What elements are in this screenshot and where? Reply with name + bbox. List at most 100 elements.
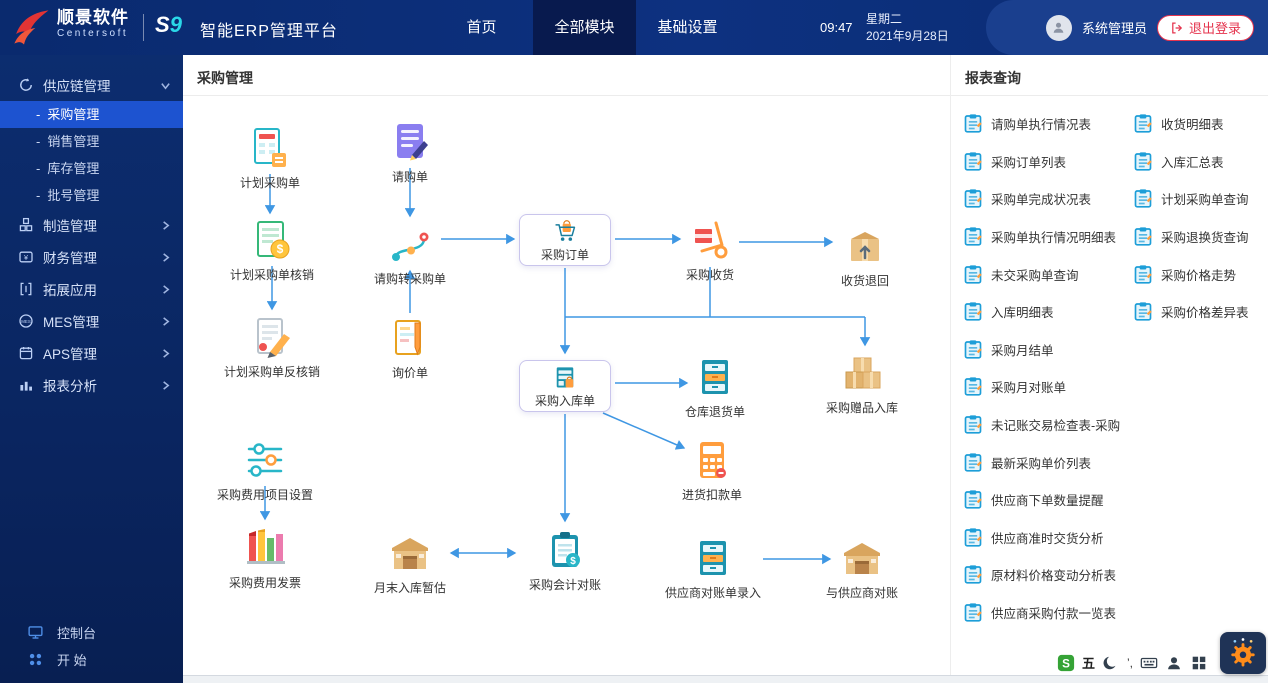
sidebar-item-batch-management[interactable]: -批号管理 bbox=[36, 188, 100, 203]
fl-node-warehouse-return-order[interactable]: 仓库退货单 bbox=[657, 356, 773, 420]
report-item[interactable]: 未记账交易检查表-采购 bbox=[963, 406, 1133, 444]
fl-node-purchase-accounting-reconciliation[interactable]: 采购会计对账 bbox=[507, 529, 623, 593]
report-clipboard-icon bbox=[963, 527, 983, 548]
report-clipboard-icon bbox=[1133, 301, 1153, 322]
keyboard-icon[interactable] bbox=[1140, 654, 1158, 672]
document-pencil-icon bbox=[250, 316, 294, 360]
report-item[interactable]: 供应商准时交货分析 bbox=[963, 519, 1133, 557]
fl-node-purchase-inbound-order[interactable]: 采购入库单 bbox=[519, 360, 611, 412]
punctuation-label[interactable]: ’, bbox=[1127, 655, 1133, 670]
fl-node-planned-po-reverse-writeoff[interactable]: 计划采购单反核销 bbox=[214, 316, 330, 380]
sidebar-start[interactable]: 开 始 bbox=[0, 646, 183, 673]
report-label: 采购月结单 bbox=[991, 343, 1054, 358]
sidebar-item-purchase-management[interactable]: -采购管理 bbox=[0, 101, 183, 128]
report-item[interactable]: 未交采购单查询 bbox=[963, 255, 1133, 293]
report-item[interactable]: 最新采购单价列表 bbox=[963, 443, 1133, 481]
taskbar-strip bbox=[183, 675, 1268, 683]
report-item[interactable]: 采购价格差异表 bbox=[1133, 293, 1266, 331]
person-icon[interactable] bbox=[1165, 654, 1183, 672]
sidebar-group-extension[interactable]: 拓展应用 bbox=[0, 273, 183, 305]
report-item[interactable]: 采购退换货查询 bbox=[1133, 218, 1266, 256]
user-name: 系统管理员 bbox=[1081, 21, 1147, 36]
report-item[interactable]: 采购单执行情况明细表 bbox=[963, 218, 1133, 256]
sidebar-group-supply-chain[interactable]: 供应链管理 bbox=[0, 69, 183, 101]
sidebar-group-mes[interactable]: MES管理 bbox=[0, 305, 183, 337]
sidebar-group-manufacturing[interactable]: 制造管理 bbox=[0, 209, 183, 241]
report-clipboard-icon bbox=[1133, 113, 1153, 134]
gear-icon bbox=[1225, 635, 1261, 671]
company-logo-text: 顺景软件 Centersoft bbox=[57, 8, 129, 38]
fl-node-purchase-gift-inbound[interactable]: 采购赠品入库 bbox=[804, 352, 920, 416]
report-label: 采购单完成状况表 bbox=[991, 193, 1092, 208]
nav-home[interactable]: 首页 bbox=[466, 19, 497, 36]
report-item[interactable]: 请购单执行情况表 bbox=[963, 105, 1133, 143]
fl-node-month-end-inbound-estimate[interactable]: 月末入库暂估 bbox=[352, 532, 468, 596]
report-item[interactable]: 供应商下单数量提醒 bbox=[963, 481, 1133, 519]
calculator-icon bbox=[690, 439, 734, 483]
sidebar-group-report-analysis[interactable]: 报表分析 bbox=[0, 369, 183, 401]
grid-icon[interactable] bbox=[1190, 654, 1208, 672]
sidebar-item-inventory-management[interactable]: -库存管理 bbox=[36, 161, 100, 176]
clock-time: 09:47 bbox=[820, 20, 853, 35]
report-label: 采购价格差异表 bbox=[1161, 306, 1249, 321]
report-label: 采购订单列表 bbox=[991, 155, 1067, 170]
report-item[interactable]: 采购订单列表 bbox=[963, 143, 1133, 181]
report-item[interactable]: 入库明细表 bbox=[963, 293, 1133, 331]
fl-node-inquiry-sheet[interactable]: 询价单 bbox=[352, 317, 468, 381]
report-item[interactable]: 采购月对账单 bbox=[963, 368, 1133, 406]
fl-node-receiving-return[interactable]: 收货退回 bbox=[807, 225, 923, 289]
report-item[interactable]: 入库汇总表 bbox=[1133, 143, 1266, 181]
fl-node-purchase-expense-item-setting[interactable]: 采购费用项目设置 bbox=[207, 439, 323, 503]
fl-node-reconcile-with-supplier[interactable]: 与供应商对账 bbox=[804, 537, 920, 601]
report-label: 采购单执行情况明细表 bbox=[991, 231, 1117, 246]
date: 2021年9月28日 bbox=[866, 29, 949, 43]
fl-node-purchase-requisition[interactable]: 请购单 bbox=[352, 121, 468, 185]
settings-fab[interactable] bbox=[1220, 632, 1266, 674]
fl-node-purchase-expense-invoice[interactable]: 采购费用发票 bbox=[207, 527, 323, 591]
invoice-bars-icon bbox=[243, 527, 287, 571]
report-item[interactable]: 原材料价格变动分析表 bbox=[963, 556, 1133, 594]
moon-icon[interactable] bbox=[1102, 654, 1120, 672]
report-clipboard-icon bbox=[963, 602, 983, 623]
fl-node-supplier-statement-entry[interactable]: 供应商对账单录入 bbox=[655, 537, 771, 601]
fl-node-requisition-to-po[interactable]: 请购转采购单 bbox=[352, 223, 468, 287]
chevron-right-icon bbox=[160, 284, 171, 295]
sidebar-item-sales-management[interactable]: -销售管理 bbox=[36, 134, 100, 149]
weekday: 星期二 bbox=[866, 12, 903, 26]
fl-node-purchase-deduction-order[interactable]: 进货扣款单 bbox=[654, 439, 770, 503]
s9-logo: S9 bbox=[155, 12, 182, 37]
sidebar-group-aps[interactable]: APS管理 bbox=[0, 337, 183, 369]
report-item[interactable]: 收货明细表 bbox=[1133, 105, 1266, 143]
header-divider bbox=[143, 14, 144, 41]
platform-title: 智能ERP管理平台 bbox=[200, 23, 338, 40]
hand-truck-icon bbox=[688, 219, 732, 263]
document-pen-icon bbox=[388, 121, 432, 165]
fl-node-planned-po-writeoff[interactable]: 计划采购单核销 bbox=[214, 219, 330, 283]
fl-node-planned-purchase-order[interactable]: 计划采购单 bbox=[212, 127, 328, 191]
sidebar-group-finance[interactable]: 财务管理 bbox=[0, 241, 183, 273]
report-label: 入库明细表 bbox=[991, 306, 1054, 321]
nav-basic-settings[interactable]: 基础设置 bbox=[657, 19, 718, 36]
supply-chain-icon bbox=[18, 77, 34, 93]
fl-node-purchase-receiving[interactable]: 采购收货 bbox=[652, 219, 768, 283]
report-label: 未交采购单查询 bbox=[991, 268, 1079, 283]
document-inquiry-icon bbox=[388, 317, 432, 361]
report-item[interactable]: 采购价格走势 bbox=[1133, 255, 1266, 293]
sidebar-console[interactable]: 控制台 bbox=[0, 619, 183, 646]
report-item[interactable]: 计划采购单查询 bbox=[1133, 180, 1266, 218]
report-item[interactable]: 供应商采购付款一览表 bbox=[963, 594, 1133, 632]
company-logo-icon bbox=[10, 6, 52, 48]
logout-button[interactable]: 退出登录 bbox=[1156, 14, 1254, 41]
document-calculator-icon bbox=[248, 127, 292, 171]
sidebar: 供应链管理 -采购管理 -销售管理 -库存管理 -批号管理 制造管理 财务管理 … bbox=[0, 55, 183, 683]
report-item[interactable]: 采购单完成状况表 bbox=[963, 180, 1133, 218]
sogou-ime-icon[interactable] bbox=[1057, 654, 1075, 672]
report-label: 供应商准时交货分析 bbox=[991, 531, 1104, 546]
fl-node-purchase-order[interactable]: 采购订单 bbox=[519, 214, 611, 266]
report-clipboard-icon bbox=[963, 264, 983, 285]
nav-all-modules[interactable]: 全部模块 bbox=[533, 0, 636, 55]
report-item[interactable]: 采购月结单 bbox=[963, 331, 1133, 369]
wubi-mode-label[interactable]: 五 bbox=[1081, 656, 1095, 671]
system-tray: 五 ’, bbox=[1049, 651, 1215, 674]
avatar[interactable] bbox=[1045, 14, 1072, 41]
